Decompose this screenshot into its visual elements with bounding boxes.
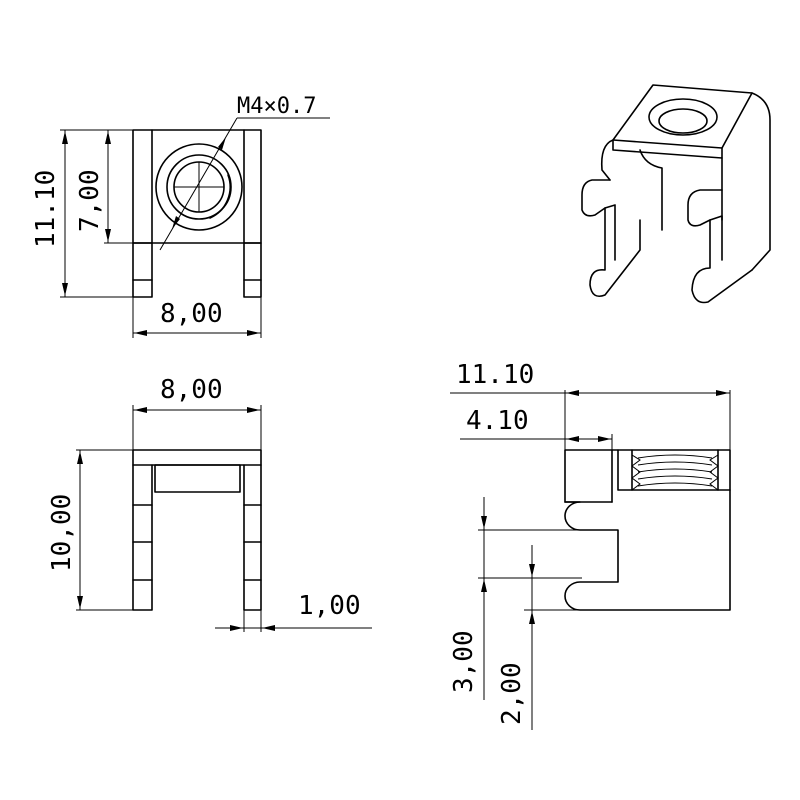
thread-leader-arrow-2 <box>218 137 226 150</box>
sec-dim-4-arrow-left <box>566 436 579 442</box>
section-thread-left-teeth <box>631 454 641 491</box>
front-body-outline <box>132 129 262 244</box>
iso-hole-inner <box>658 108 708 134</box>
side-width-label: 8,00 <box>160 375 223 405</box>
sec-dim-2-arrow-bottom <box>529 611 535 624</box>
iso-left-top <box>600 139 614 181</box>
side-view: 8,00 10,00 1,00 <box>47 375 372 632</box>
iso-left-leg <box>581 179 641 298</box>
thread-callout-label: M4×0.7 <box>237 94 316 119</box>
iso-left-leg-inner <box>604 204 616 261</box>
dim-7-arrow-top <box>105 131 111 144</box>
front-leg-right <box>243 242 262 298</box>
dim-height-total-label: 11.10 <box>31 170 61 248</box>
sec-dim-3-arrow-top <box>481 516 487 529</box>
dim-11-arrow-bottom <box>62 283 68 296</box>
front-leg-left <box>132 242 153 298</box>
dim-8-arrow-left <box>134 330 147 336</box>
section-thread-lines <box>637 454 713 487</box>
thread-leader-arrow-1 <box>172 216 180 229</box>
sec-dim-11-arrow-left <box>566 390 579 396</box>
dim-11-arrow-top <box>62 131 68 144</box>
section-thread-right-teeth <box>709 454 719 491</box>
section-outline <box>564 449 731 611</box>
side-dim-10-arrow-bottom <box>77 596 83 609</box>
side-nut-block <box>154 464 241 493</box>
iso-plate-front-edge <box>612 139 723 159</box>
iso-right-leg <box>687 189 753 304</box>
sec-dim-2-arrow-top <box>529 564 535 577</box>
sec-offset-label: 4.10 <box>466 406 529 436</box>
dim-height-body-label: 7,00 <box>75 169 105 232</box>
side-dim-10-arrow-top <box>77 451 83 464</box>
sec-dim-3-arrow-bottom <box>481 579 487 592</box>
dim-width-label: 8,00 <box>160 299 223 329</box>
isometric-view <box>581 84 771 304</box>
iso-inner-nut <box>639 149 663 231</box>
dim-8-arrow-right <box>247 330 260 336</box>
sec-pin-offset-label: 2,00 <box>497 662 527 725</box>
dim-7-arrow-bottom <box>105 229 111 242</box>
side-dim-1-arrow-right <box>262 625 275 631</box>
iso-right-wall <box>751 92 771 271</box>
sec-dim-11-arrow-right <box>716 390 729 396</box>
section-view: 11.10 4.10 3,00 2,00 <box>449 360 731 730</box>
side-u-outline <box>132 449 262 611</box>
iso-top-plate <box>612 84 753 149</box>
side-dim-8-arrow-right <box>247 407 260 413</box>
section-nut-outline <box>617 449 731 491</box>
side-thickness-label: 1,00 <box>298 591 361 621</box>
sec-dim-4-arrow-right <box>598 436 611 442</box>
side-dim-8-arrow-left <box>134 407 147 413</box>
side-height-label: 10,00 <box>47 494 77 572</box>
iso-right-leg-inner <box>709 215 723 261</box>
front-view: M4×0.7 11.10 7,00 8,00 <box>31 94 330 338</box>
sec-slot-label: 3,00 <box>449 630 479 693</box>
thread-outer-circle <box>155 143 243 231</box>
sec-length-total-label: 11.10 <box>456 360 534 390</box>
thread-mid-circle <box>166 154 232 220</box>
side-dim-1-arrow-left <box>230 625 243 631</box>
iso-hole-outer <box>648 98 718 136</box>
thread-spiral <box>209 174 231 219</box>
